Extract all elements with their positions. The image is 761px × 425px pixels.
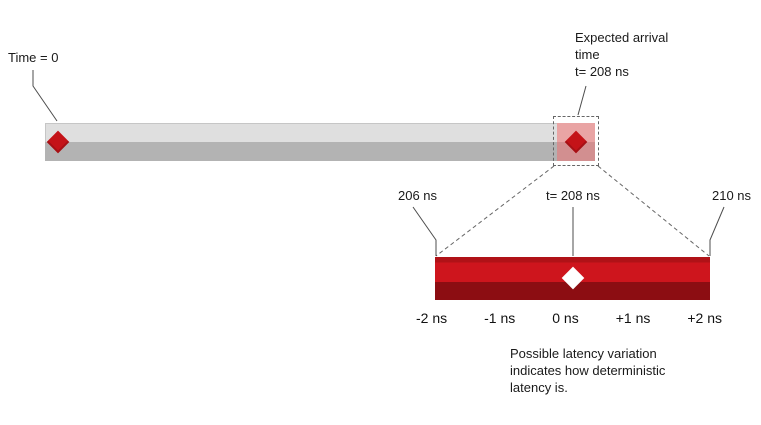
leader-line-expected [577, 85, 587, 116]
tick-label: +1 ns [615, 310, 651, 326]
expected-arrival-line2: time [575, 46, 600, 62]
leader-line-206 [412, 206, 437, 256]
leader-line-origin [32, 70, 58, 122]
expected-arrival-line3: t= 208 ns [575, 63, 629, 79]
zoom-right-label: 210 ns [712, 188, 752, 203]
latency-caption: Possible latency variation indicates how… [510, 346, 710, 397]
caption-line3: latency is. [510, 379, 568, 395]
caption-line2: indicates how deterministic [510, 362, 666, 378]
caption-line1: Possible latency variation [510, 346, 657, 361]
tick-label: -2 ns [416, 310, 448, 326]
expected-arrival-line1: Expected arrival [575, 30, 669, 45]
tick-label: -1 ns [484, 310, 516, 326]
zoom-left-label: 206 ns [398, 188, 438, 203]
highlight-dashed-box [553, 116, 599, 166]
expected-arrival-label: Expected arrival time t= 208 ns [575, 30, 668, 81]
fan-line-right [597, 165, 710, 257]
tick-label: 0 ns [552, 310, 579, 326]
leader-line-210 [709, 206, 725, 256]
time-zero-label: Time = 0 [8, 50, 59, 65]
main-bar-bottom-half [45, 142, 595, 161]
fan-line-left [435, 165, 555, 257]
tick-label: +2 ns [687, 310, 722, 326]
main-bar-top-half [45, 123, 595, 142]
zoom-center-label: t= 208 ns [546, 188, 600, 203]
main-timeline-bar [45, 123, 595, 161]
tick-labels: -2 ns -1 ns 0 ns +1 ns +2 ns [416, 310, 722, 326]
